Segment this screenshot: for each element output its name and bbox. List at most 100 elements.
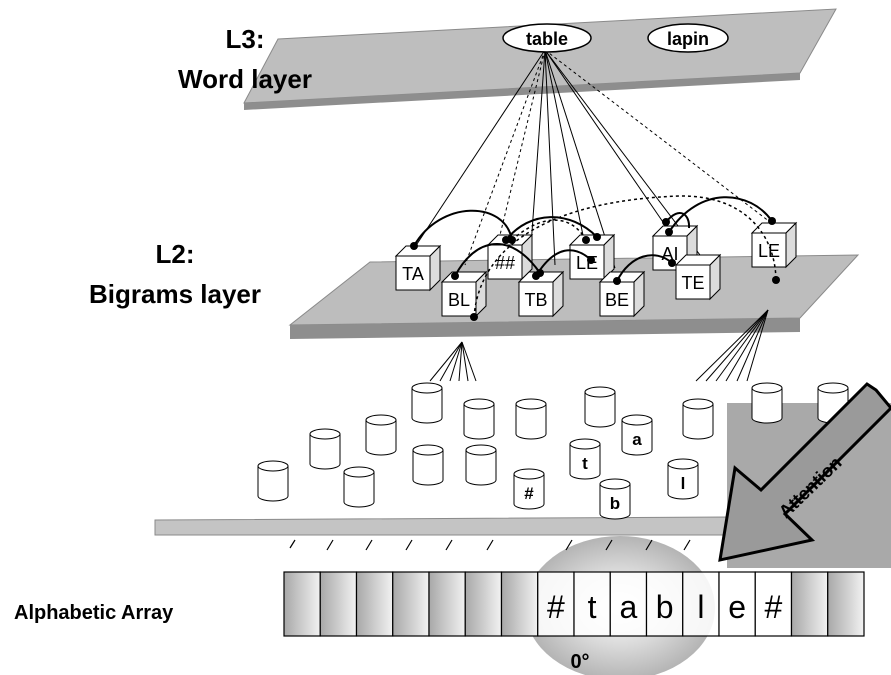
word-bigram-connections	[414, 49, 771, 269]
array-letter-ticks	[289, 539, 691, 551]
fan-line	[429, 341, 463, 382]
array-cell	[283, 571, 321, 637]
connection-dot	[451, 272, 459, 280]
array-cell	[428, 571, 466, 637]
connection-line	[544, 49, 616, 269]
letter-node	[309, 428, 341, 470]
fan-line	[461, 341, 477, 382]
letter-node	[751, 382, 783, 424]
fan-line	[736, 309, 769, 382]
lateral-arc	[616, 254, 673, 282]
connection-line	[544, 49, 771, 223]
letter-node-label: b	[610, 494, 620, 513]
array-cell-letter: l	[697, 589, 704, 625]
array-cell	[827, 571, 865, 637]
array-cell-letter: e	[728, 589, 746, 625]
letter-node	[465, 444, 497, 486]
letter-bigram-fans	[429, 309, 769, 382]
connection-dot	[470, 313, 478, 321]
dotted-arc	[473, 195, 777, 318]
letter-node-label: l	[681, 474, 686, 493]
array-cell: l	[682, 571, 720, 637]
fixation-label: 0°	[570, 651, 589, 673]
bigram-label: TA	[402, 264, 424, 284]
array-cell-letter: b	[656, 589, 674, 625]
letter-node-label: a	[632, 430, 642, 449]
letter-node: b	[599, 478, 631, 520]
bigram-label: ##	[495, 253, 515, 273]
fan-line	[725, 309, 769, 382]
fan-line	[449, 341, 463, 382]
connection-dot	[410, 242, 418, 250]
letter-node	[343, 466, 375, 508]
bigram-node: BL	[440, 270, 488, 318]
bigram-label: TE	[681, 273, 704, 293]
connection-line	[544, 49, 701, 256]
bigram-lateral-connections	[413, 196, 773, 282]
connection-line	[544, 49, 556, 266]
letter-node-label: #	[524, 484, 534, 503]
fan-line	[461, 341, 469, 382]
fan-line	[715, 309, 769, 382]
word-node-lapin-label: lapin	[667, 29, 709, 49]
letter-node	[365, 414, 397, 456]
connection-line	[499, 49, 546, 236]
connection-dot	[772, 276, 780, 284]
letter-node	[257, 460, 289, 502]
array-cell: #	[537, 571, 575, 637]
word-node-table-label: table	[526, 29, 568, 49]
lateral-arc	[535, 249, 592, 277]
connection-line	[544, 49, 586, 246]
letter-node: a	[621, 414, 653, 456]
connection-dot	[668, 259, 676, 267]
word-node-table	[502, 23, 592, 53]
array-cell-letter: #	[547, 589, 565, 625]
letter-node-label: t	[582, 454, 588, 473]
fan-line	[439, 341, 463, 382]
array-cell-letter: t	[588, 589, 597, 625]
lateral-arc	[413, 209, 513, 247]
word-node-lapin	[647, 23, 729, 53]
connection-dot	[502, 236, 510, 244]
letter-nodes: # t a l b	[257, 382, 849, 520]
word-layer-title: Word layer	[178, 64, 312, 94]
lateral-arc	[668, 196, 773, 233]
array-cell-letter: #	[764, 589, 782, 625]
connection-dot	[532, 272, 540, 280]
bigram-layer-title: Bigrams layer	[89, 279, 261, 309]
array-cell	[319, 571, 358, 637]
lateral-arc	[665, 212, 691, 229]
letter-node	[463, 398, 495, 440]
array-cell-letter: a	[619, 589, 637, 625]
connection-dot	[582, 236, 590, 244]
word-layer-code: L3:	[226, 24, 265, 54]
bigram-inhibitory-connections	[473, 195, 777, 318]
fan-line	[695, 309, 769, 382]
array-cell: a	[609, 571, 648, 637]
letter-layer-plane	[154, 516, 728, 536]
connection-dot	[593, 233, 601, 241]
bigram-layer-code: L2:	[156, 239, 195, 269]
connection-dot	[613, 277, 621, 285]
array-cell: b	[645, 571, 684, 637]
lateral-arc	[505, 216, 598, 241]
connection-line	[414, 49, 546, 248]
letter-node	[411, 382, 443, 424]
letter-node: t	[569, 438, 601, 480]
bigram-node: TE	[674, 253, 722, 301]
connection-line	[464, 49, 546, 266]
fan-line	[746, 309, 769, 382]
connection-dot	[508, 236, 516, 244]
letter-node: l	[667, 458, 699, 500]
bigram-label: TB	[524, 290, 547, 310]
bigram-node: TA	[394, 244, 442, 292]
array-cell	[392, 571, 430, 637]
letter-node	[584, 386, 616, 428]
letter-node: #	[513, 468, 545, 510]
alphabetic-array-label: Alphabetic Array	[14, 602, 174, 624]
bigram-label: BE	[605, 290, 629, 310]
bigram-node: LE	[750, 221, 798, 269]
